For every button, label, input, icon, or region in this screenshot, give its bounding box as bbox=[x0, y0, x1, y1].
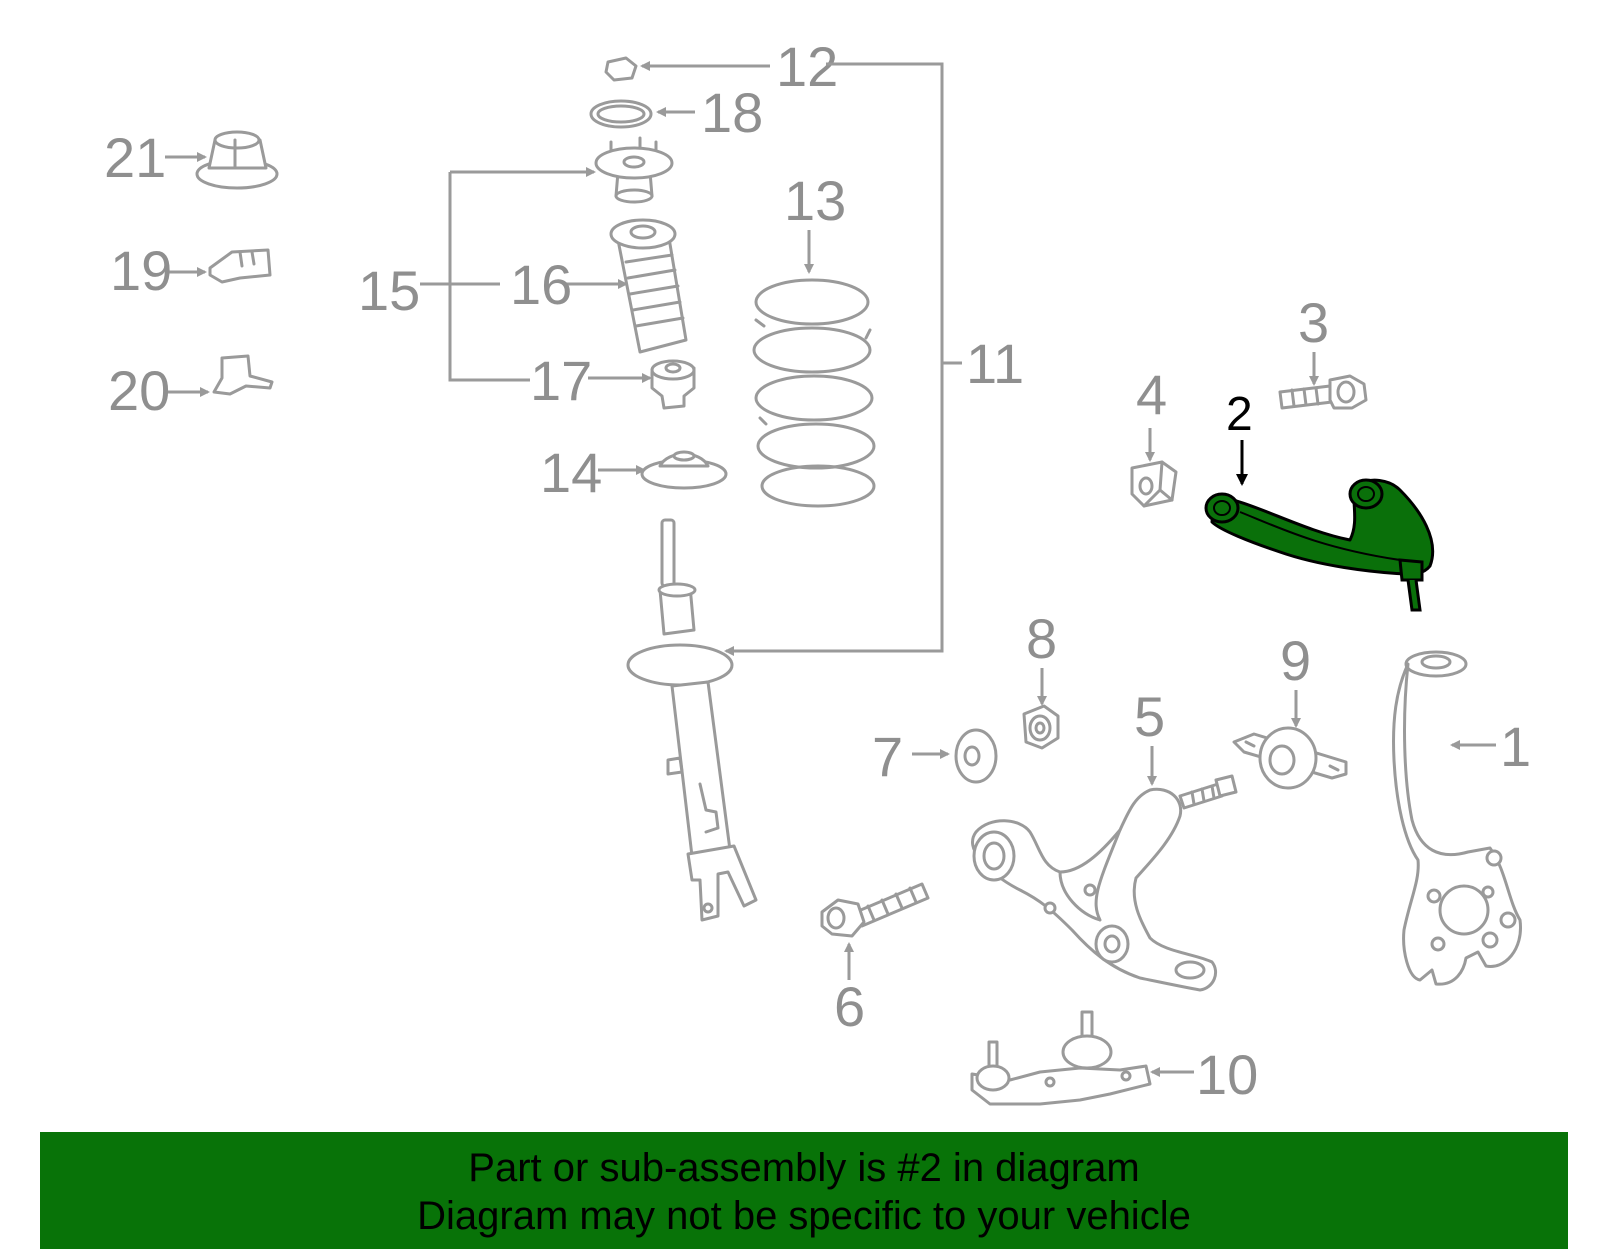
label-20: 20 bbox=[108, 359, 170, 422]
part-3-bolt[interactable] bbox=[1278, 374, 1368, 410]
part-7-washer[interactable] bbox=[954, 728, 998, 784]
part-18-ring[interactable] bbox=[589, 99, 653, 129]
label-6: 6 bbox=[834, 975, 865, 1038]
part-10-ball-joint[interactable] bbox=[970, 1010, 1152, 1106]
part-21-mount[interactable] bbox=[195, 130, 279, 190]
part-17-bumpstop[interactable] bbox=[650, 359, 696, 410]
label-19: 19 bbox=[110, 239, 172, 302]
bracket-15 bbox=[448, 172, 530, 382]
label-7: 7 bbox=[872, 725, 903, 788]
part-20-bracket[interactable] bbox=[212, 354, 274, 396]
banner-line-2: Diagram may not be specific to your vehi… bbox=[417, 1194, 1191, 1238]
part-12-nut[interactable] bbox=[604, 56, 638, 82]
part-6-bolt[interactable] bbox=[820, 882, 930, 938]
part-14-spring-seat[interactable] bbox=[640, 450, 728, 490]
part-5-lower-control-arm[interactable] bbox=[971, 774, 1238, 992]
part-16-boot[interactable] bbox=[609, 218, 688, 354]
part-8-nut[interactable] bbox=[1022, 704, 1060, 750]
bracket-11 bbox=[724, 62, 944, 656]
part-1-knuckle[interactable] bbox=[1392, 650, 1522, 986]
part-19-clip[interactable] bbox=[208, 248, 272, 284]
label-21: 21 bbox=[104, 126, 166, 189]
label-17: 17 bbox=[530, 349, 592, 412]
part-15-upper-support[interactable] bbox=[594, 136, 674, 204]
part-2-upper-control-arm[interactable] bbox=[1204, 478, 1435, 612]
label-4: 4 bbox=[1136, 363, 1167, 426]
label-10: 10 bbox=[1196, 1043, 1258, 1106]
label-8: 8 bbox=[1026, 607, 1057, 670]
label-13: 13 bbox=[784, 169, 846, 232]
label-3: 3 bbox=[1298, 291, 1329, 354]
info-banner: Part or sub-assembly is #2 in diagram Di… bbox=[40, 1132, 1568, 1249]
part-4-nut[interactable] bbox=[1130, 460, 1178, 508]
label-12: 12 bbox=[776, 35, 838, 98]
label-1: 1 bbox=[1500, 715, 1531, 778]
label-14: 14 bbox=[540, 441, 602, 504]
label-18: 18 bbox=[701, 81, 763, 144]
label-2: 2 bbox=[1226, 388, 1253, 441]
label-5: 5 bbox=[1134, 685, 1165, 748]
label-9: 9 bbox=[1280, 629, 1311, 692]
label-11: 11 bbox=[966, 332, 1024, 395]
label-15: 15 bbox=[358, 259, 420, 322]
part-9-bushing[interactable] bbox=[1232, 726, 1348, 790]
banner-line-1: Part or sub-assembly is #2 in diagram bbox=[468, 1146, 1140, 1190]
part-13-coil-spring[interactable] bbox=[752, 278, 876, 508]
label-16: 16 bbox=[510, 253, 572, 316]
part-11-strut[interactable] bbox=[626, 518, 758, 922]
